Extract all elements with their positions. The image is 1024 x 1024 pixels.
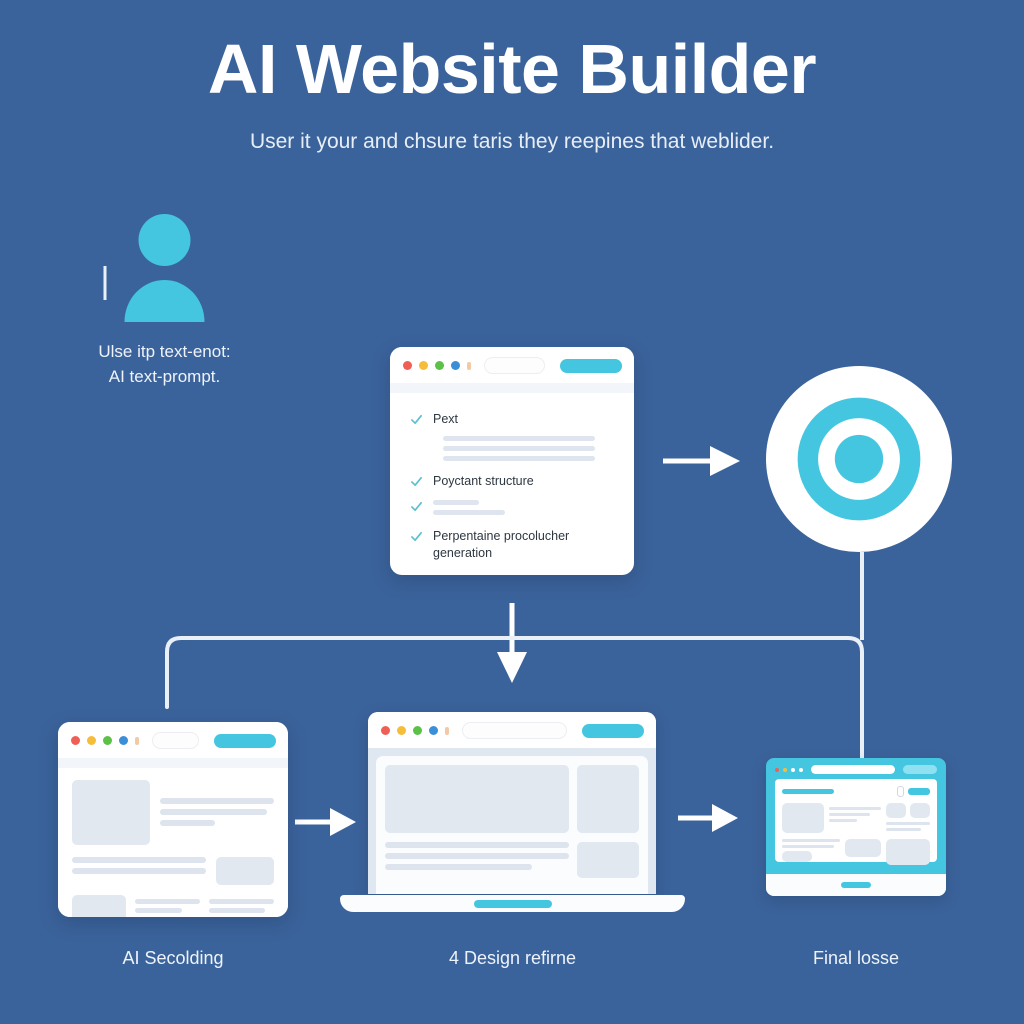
tablet-titlebar (766, 758, 946, 779)
checklist-body: Pext Poyctant structure (390, 393, 634, 563)
step-left-caption: AI Secolding (122, 948, 224, 968)
browser-titlebar (368, 712, 656, 748)
checklist-item[interactable]: Perpentaine procolucher generation (410, 528, 616, 564)
step-right-caption: Final losse (812, 948, 900, 968)
checklist-browser-window[interactable]: Pext Poyctant structure (390, 347, 634, 575)
hero-image-block (782, 803, 824, 833)
browser-titlebar (390, 347, 634, 383)
sidebar-block-bottom (577, 842, 639, 878)
wireframe-content (58, 768, 288, 917)
extra-dot-icon[interactable] (451, 361, 460, 370)
page-subtitle: User it your and chsure taris they reepi… (249, 130, 775, 153)
minimize-dot-icon[interactable] (87, 736, 96, 745)
address-bar[interactable] (484, 357, 545, 374)
laptop-base (340, 895, 685, 912)
user-avatar-icon (124, 214, 205, 322)
step-right-tablet-mockup[interactable] (766, 758, 946, 896)
thumb-block (910, 803, 930, 818)
page-title: AI Website Builder (207, 30, 817, 108)
browser-titlebar (58, 722, 288, 758)
wireframe-content (775, 779, 937, 865)
minimize-dot-icon[interactable] (419, 361, 428, 370)
maximize-dot-icon[interactable] (413, 726, 422, 735)
maximize-dot-icon[interactable] (435, 361, 444, 370)
check-icon (411, 476, 422, 486)
concentric-target-icon (766, 366, 952, 552)
user-caption-line2: AI text-prompt. (108, 366, 221, 386)
home-button-icon[interactable] (841, 882, 871, 888)
side-image-block (216, 857, 274, 885)
maximize-dot-icon[interactable] (103, 736, 112, 745)
extra-dot-icon[interactable] (799, 767, 803, 772)
extra-dot-icon[interactable] (119, 736, 128, 745)
thumb-block (782, 851, 812, 862)
thumb-block (72, 895, 126, 917)
checklist-item[interactable]: Pext (410, 411, 616, 429)
tablet-base (766, 874, 946, 896)
bookmark-icon (135, 736, 139, 745)
toolbar-divider (390, 383, 634, 393)
tablet-frame (766, 758, 946, 896)
hero-image-block (385, 765, 569, 833)
close-dot-icon[interactable] (403, 361, 412, 370)
sidebar-block-top (577, 765, 639, 833)
user-prompt-caption: Ulse itp text-enot: AI text-prompt. (62, 340, 267, 389)
checklist-item-label: Poyctant structure (433, 473, 534, 488)
hero-image-block (72, 780, 150, 845)
check-icon (411, 414, 422, 425)
address-bar[interactable] (152, 732, 199, 749)
minimize-dot-icon[interactable] (397, 726, 406, 735)
primary-action-button[interactable] (214, 733, 276, 748)
laptop-screen (368, 712, 656, 894)
content-block (845, 839, 881, 857)
thumb-block (886, 803, 906, 818)
trackpad-icon (473, 899, 552, 908)
toolbar-divider (58, 758, 288, 768)
extra-dot-icon[interactable] (429, 726, 438, 735)
primary-action-button[interactable] (903, 765, 937, 774)
user-caption-line1: Ulse itp text-enot: (98, 342, 231, 361)
check-icon (411, 501, 422, 511)
primary-action-button[interactable] (582, 723, 644, 738)
maximize-dot-icon[interactable] (791, 767, 795, 772)
laptop-viewport (368, 748, 656, 894)
wireframe-content (376, 756, 648, 894)
step-center-caption: 4 Design refirne (448, 948, 577, 968)
checklist-item-label: Perpentaine procolucher generation (433, 528, 570, 561)
minimize-dot-icon[interactable] (783, 767, 787, 772)
address-bar[interactable] (811, 765, 895, 774)
placeholder-bars (443, 435, 616, 461)
check-icon (411, 531, 422, 541)
bookmark-icon (445, 726, 449, 735)
checklist-item[interactable]: Poyctant structure (410, 473, 616, 491)
checklist-item-label: Pext (433, 412, 459, 426)
close-dot-icon[interactable] (71, 736, 80, 745)
user-prompt-step: Ulse itp text-enot: AI text-prompt. (62, 212, 267, 389)
checklist-item[interactable] (410, 498, 616, 520)
bookmark-icon (467, 361, 471, 370)
close-dot-icon[interactable] (381, 726, 390, 735)
primary-action-button[interactable] (560, 358, 622, 373)
address-bar[interactable] (462, 722, 567, 739)
step-left-browser-window[interactable] (58, 722, 288, 917)
content-block (886, 839, 930, 865)
close-dot-icon[interactable] (775, 767, 779, 772)
step-center-laptop-mockup[interactable] (340, 712, 685, 922)
